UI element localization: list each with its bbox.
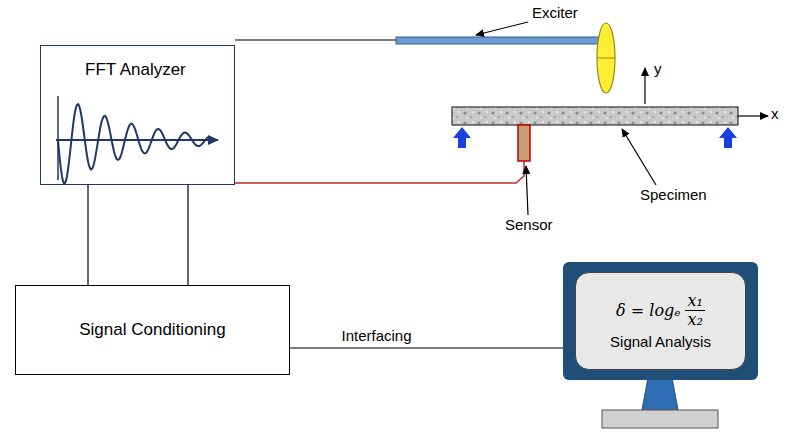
x-axis	[738, 115, 768, 116]
analyzer-box: FFT Analyzer	[40, 45, 235, 185]
axis-label: y	[654, 60, 662, 77]
exciter-coil-seam	[597, 58, 615, 59]
part-label: Exciter	[532, 4, 578, 21]
connector	[290, 347, 563, 348]
formula-text: δ = logₑ	[616, 301, 680, 320]
wave-axis	[56, 139, 218, 141]
fraction: x₁x₂	[685, 292, 704, 330]
exciter-wire	[235, 39, 396, 40]
sensor-leader	[526, 166, 528, 215]
damped-waveform	[58, 104, 208, 183]
specimen-leader	[622, 129, 656, 185]
specimen-beam	[452, 107, 738, 125]
wave-axis	[57, 96, 59, 180]
y-axis	[644, 68, 645, 104]
fraction-numerator: x₁	[685, 292, 704, 311]
fraction-denominator: x₂	[687, 311, 702, 329]
node-title: FFT Analyzer	[85, 60, 186, 80]
exciter-leader	[476, 22, 528, 35]
exciter-coil	[597, 23, 615, 93]
monitor-stand	[642, 378, 678, 410]
sensor-body	[518, 125, 530, 161]
monitor-screen: δ = logₑ x₁x₂ Signal Analysis	[563, 262, 758, 380]
axis-label: x	[771, 105, 779, 122]
screen-caption: Signal Analysis	[610, 333, 711, 350]
connector-label: Interfacing	[339, 327, 413, 344]
support-arrow	[453, 127, 471, 148]
connector	[187, 185, 188, 285]
connector	[87, 185, 88, 285]
screen-panel: δ = logₑ x₁x₂ Signal Analysis	[575, 272, 746, 370]
part-label: Specimen	[640, 186, 707, 203]
exciter-rod	[396, 37, 604, 44]
process-box: Signal Conditioning	[15, 285, 290, 375]
node-title: Signal Conditioning	[79, 320, 226, 340]
formula-row: δ = logₑ x₁x₂	[616, 292, 705, 330]
support-arrow	[719, 127, 737, 148]
monitor-base	[602, 410, 718, 428]
sensor-wire	[235, 160, 524, 183]
part-label: Sensor	[505, 216, 553, 233]
